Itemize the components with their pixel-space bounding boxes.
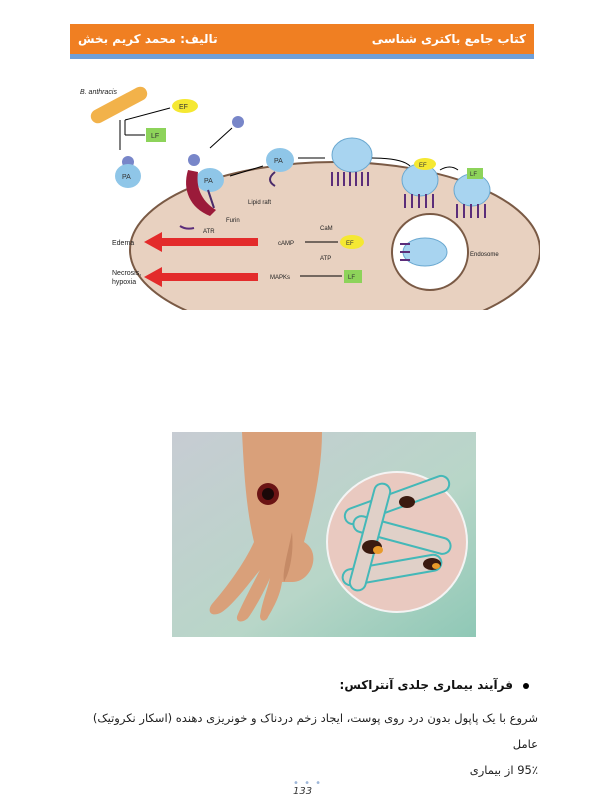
lf-factor <box>146 128 166 142</box>
ef-label-heptamer: EF <box>419 163 427 169</box>
lf-label-heptamer: LF <box>470 172 477 178</box>
necrosis-arrow <box>158 273 258 281</box>
ef-label-top: EF <box>179 104 188 111</box>
lf-in-cell <box>344 270 362 283</box>
page-number-dots: • • • <box>293 778 323 789</box>
lipid-raft-label: Lipid raft <box>248 200 271 206</box>
endosome-label: Endosome <box>470 252 499 258</box>
mapks-label: MAPKs <box>270 275 290 281</box>
book-title: کتاب جامع باکتری شناسی <box>371 32 526 46</box>
cam-label: CaM <box>320 226 333 232</box>
header-underline <box>70 54 534 59</box>
body-line-2: 95٪ از بیماری <box>469 763 538 777</box>
pa-protein-1 <box>115 164 141 188</box>
body-paragraph: شروع با یک پاپول بدون درد روی پوست، ایجا… <box>72 705 538 783</box>
ef-factor <box>172 99 198 113</box>
author-line: تالیف: محمد کریم بخش <box>78 32 218 46</box>
bacterium-rod <box>90 86 148 124</box>
atr-label: ATR <box>203 229 215 235</box>
anthrax-toxin-diagram: B. anthracis EF LF PA PA PA EF LF Lipid … <box>80 86 540 310</box>
edema-arrow <box>158 238 258 246</box>
cutaneous-anthrax-illustration <box>172 432 476 637</box>
page-number: 133 <box>293 786 313 797</box>
pa-protein-3 <box>266 148 294 172</box>
pa-label-1: PA <box>122 174 131 181</box>
page-header: تالیف: محمد کریم بخش کتاب جامع باکتری شن… <box>70 24 534 54</box>
camp-label: cAMP <box>278 241 294 247</box>
necrosis-label-1: Necrosis, <box>112 270 141 277</box>
hand <box>209 432 322 622</box>
furin-label: Furin <box>226 218 240 224</box>
lf-label-top: LF <box>151 133 159 140</box>
pa-heptamer-1 <box>331 137 373 173</box>
pa-label-3: PA <box>274 158 283 165</box>
ef-in-cell <box>340 235 364 249</box>
ef-label-cell: EF <box>346 241 354 247</box>
edema-label: Edema <box>112 240 134 247</box>
pa-protein-2 <box>196 168 224 192</box>
receptor <box>186 170 216 216</box>
body-line-1: شروع با یک پاپول بدون درد روی پوست، ایجا… <box>92 711 538 751</box>
section-heading: فرآیند بیماری جلدی آنتراکس: <box>340 678 529 692</box>
necrosis-label-2: hypoxia <box>112 279 136 286</box>
heading-text: فرآیند بیماری جلدی آنتراکس: <box>339 678 513 692</box>
organism-label: B. anthracis <box>80 89 117 96</box>
pa-label-2: PA <box>204 178 213 185</box>
lf-label-cell: LF <box>348 275 355 281</box>
bullet-point <box>523 682 529 689</box>
atp-label: ATP <box>320 256 331 262</box>
